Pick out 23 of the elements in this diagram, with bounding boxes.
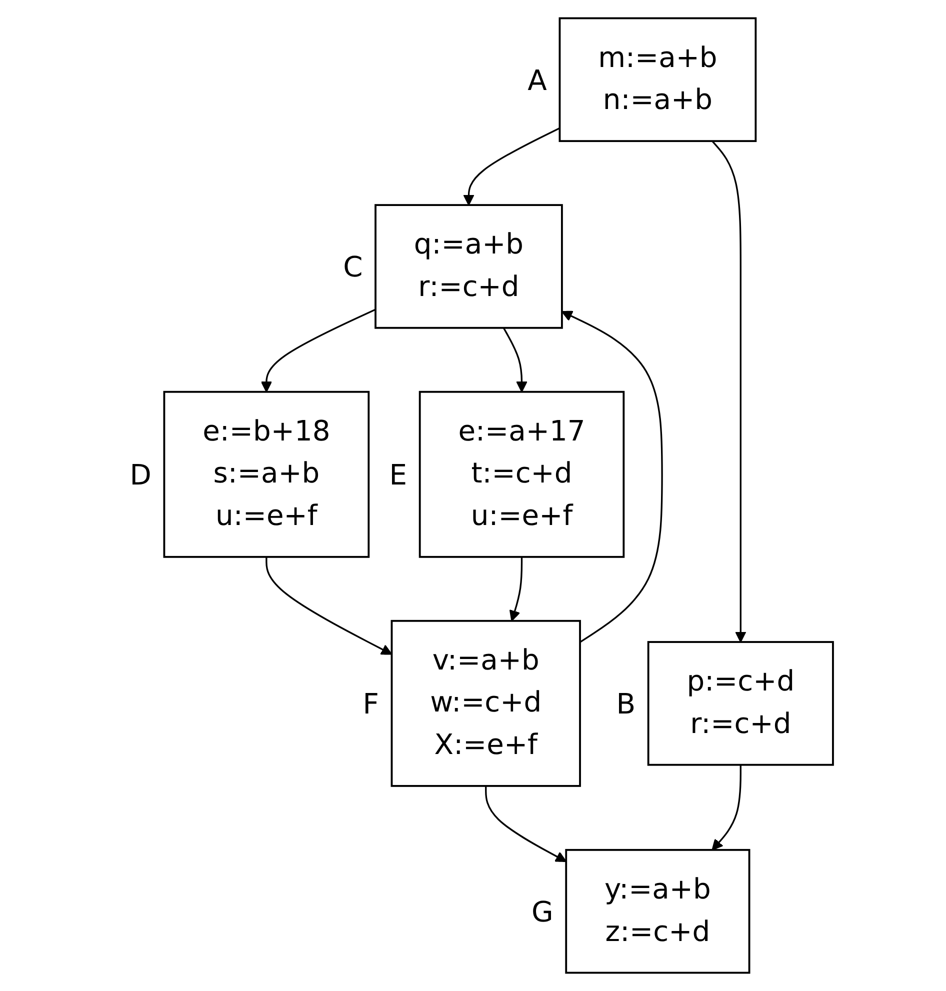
arrow <box>712 764 742 850</box>
arrow <box>485 786 567 862</box>
block-label: A <box>528 64 547 97</box>
node-box: e:=a+17 t:=c+d u:=e+f <box>418 390 625 558</box>
arrow <box>266 556 392 655</box>
arrow <box>463 127 560 206</box>
node-box: q:=a+b r:=c+d <box>374 204 563 329</box>
arrow <box>561 310 663 643</box>
arrow <box>509 556 523 622</box>
node-box: v:=a+b w:=c+d X:=e+f <box>390 620 581 787</box>
block-label: B <box>616 688 636 721</box>
node-box: p:=c+d r:=c+d <box>647 641 834 766</box>
block-label: G <box>532 896 554 929</box>
block-label: D <box>130 458 152 492</box>
arrow <box>712 140 746 643</box>
block-label: C <box>343 250 363 284</box>
block-label: E <box>389 458 408 492</box>
node-box: m:=a+b n:=a+b <box>558 17 757 142</box>
node-box: y:=a+b z:=c+d <box>565 848 750 974</box>
node-box: e:=b+18 s:=a+b u:=e+f <box>163 390 370 558</box>
block-label: F <box>362 688 379 721</box>
arrow <box>502 327 528 392</box>
arrow <box>260 308 376 392</box>
